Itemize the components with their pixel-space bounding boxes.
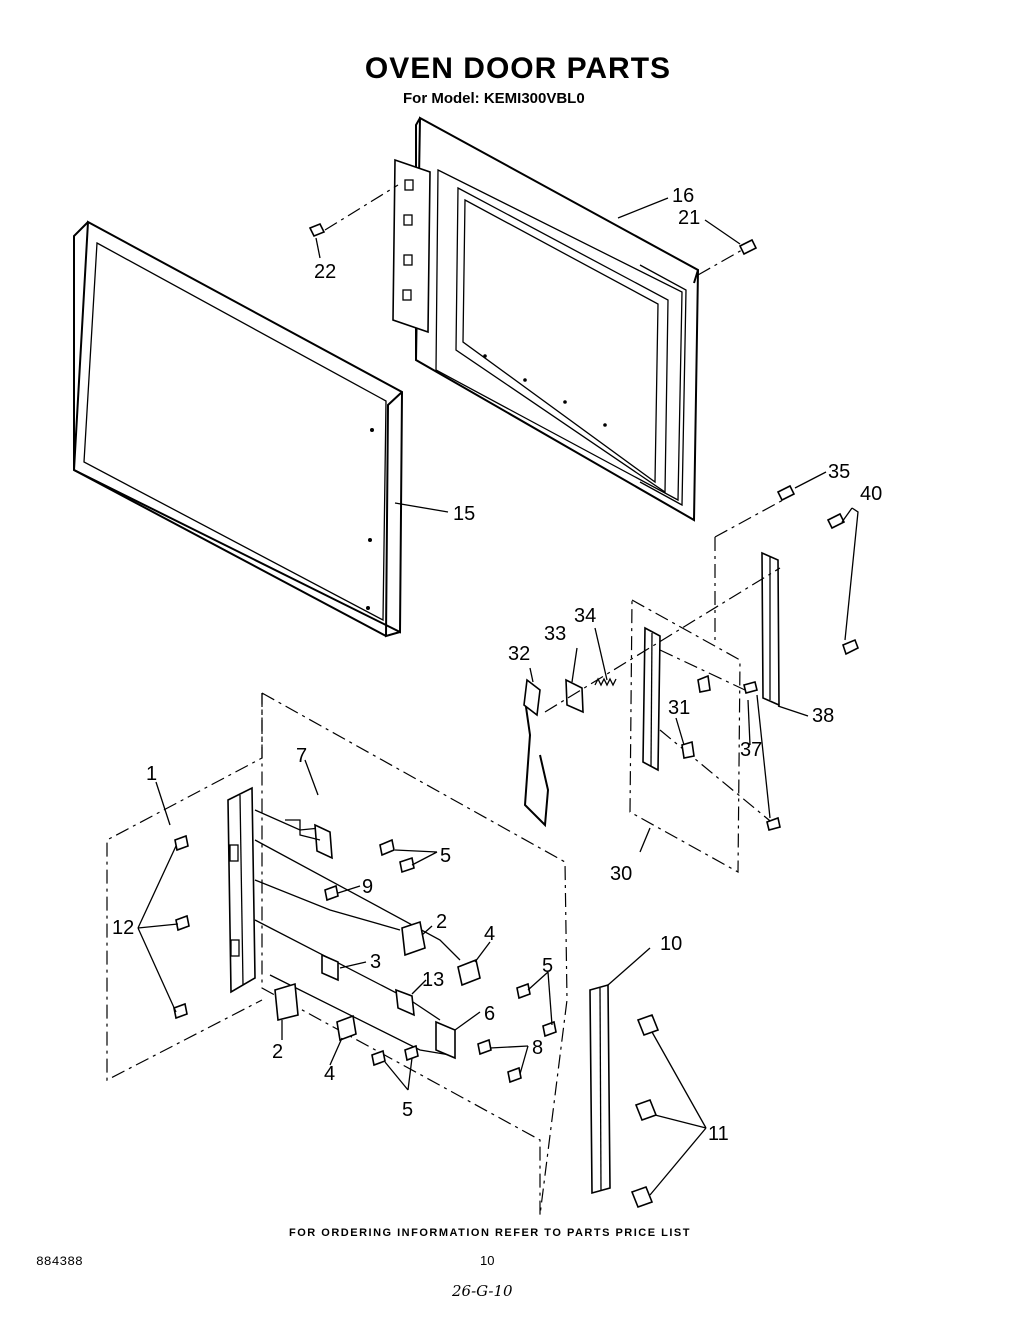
label-6: 6 bbox=[484, 1003, 495, 1025]
label-13: 13 bbox=[422, 969, 444, 991]
label-21: 21 bbox=[678, 207, 700, 229]
main-bracket-1 bbox=[227, 786, 256, 994]
vertical-bar-10 bbox=[589, 983, 611, 1195]
label-4b: 4 bbox=[324, 1063, 335, 1085]
bracket-7 bbox=[314, 823, 333, 860]
label-5b: 5 bbox=[542, 955, 553, 977]
spring-34 bbox=[594, 677, 617, 687]
page-title: OVEN DOOR PARTS bbox=[364, 52, 672, 85]
label-33: 33 bbox=[544, 623, 566, 645]
document-number: 884388 bbox=[36, 1254, 83, 1269]
label-5c: 5 bbox=[402, 1099, 413, 1121]
label-30: 30 bbox=[610, 863, 632, 885]
screws-upper-right bbox=[681, 484, 860, 831]
label-32: 32 bbox=[508, 643, 530, 665]
label-37: 37 bbox=[740, 739, 762, 761]
label-35: 35 bbox=[828, 461, 850, 483]
cam-2-lower bbox=[274, 982, 299, 1022]
label-34: 34 bbox=[574, 605, 596, 627]
label-10: 10 bbox=[660, 933, 682, 955]
label-2b: 2 bbox=[272, 1041, 283, 1063]
label-5a: 5 bbox=[440, 845, 451, 867]
label-31: 31 bbox=[668, 697, 690, 719]
model-subtitle: For Model: KEMI300VBL0 bbox=[403, 90, 585, 107]
label-7: 7 bbox=[296, 745, 307, 767]
handwritten-note: 26-G-10 bbox=[452, 1282, 513, 1300]
label-8: 8 bbox=[532, 1037, 543, 1059]
label-12: 12 bbox=[112, 917, 134, 939]
label-11: 11 bbox=[708, 1123, 729, 1145]
latch-arm-32 bbox=[523, 699, 550, 828]
latch-33 bbox=[565, 678, 584, 714]
leader-lines bbox=[137, 197, 827, 1196]
label-2a: 2 bbox=[436, 911, 447, 933]
label-22: 22 bbox=[314, 261, 336, 283]
label-40: 40 bbox=[860, 483, 882, 505]
bracket-38 bbox=[761, 551, 780, 707]
cam-2-upper bbox=[401, 920, 426, 957]
plate-3 bbox=[321, 953, 339, 982]
label-16: 16 bbox=[672, 185, 694, 207]
part-13 bbox=[395, 988, 415, 1017]
part-6 bbox=[435, 1020, 456, 1060]
hinge-plate bbox=[392, 158, 431, 334]
screw-22-icon bbox=[308, 222, 326, 238]
label-15: 15 bbox=[453, 503, 475, 525]
door-glass-frame bbox=[72, 220, 404, 638]
page-number: 10 bbox=[480, 1253, 495, 1268]
inner-door-panel bbox=[414, 116, 700, 522]
label-1: 1 bbox=[146, 763, 157, 785]
label-9: 9 bbox=[362, 876, 373, 898]
label-3: 3 bbox=[370, 951, 381, 973]
screws-lower bbox=[173, 834, 557, 1084]
label-4a: 4 bbox=[484, 923, 495, 945]
ordering-note: FOR ORDERING INFORMATION REFER TO PARTS … bbox=[289, 1227, 691, 1239]
latch-plate-30 bbox=[642, 626, 661, 772]
bumpers-11 bbox=[630, 1013, 660, 1209]
part-4-lower bbox=[336, 1014, 357, 1042]
label-38: 38 bbox=[812, 705, 834, 727]
part-4-upper bbox=[457, 958, 481, 987]
screw-21-icon bbox=[738, 238, 758, 256]
part-number-labels: 16 21 22 15 35 40 32 33 34 31 38 37 30 1… bbox=[112, 185, 882, 1145]
